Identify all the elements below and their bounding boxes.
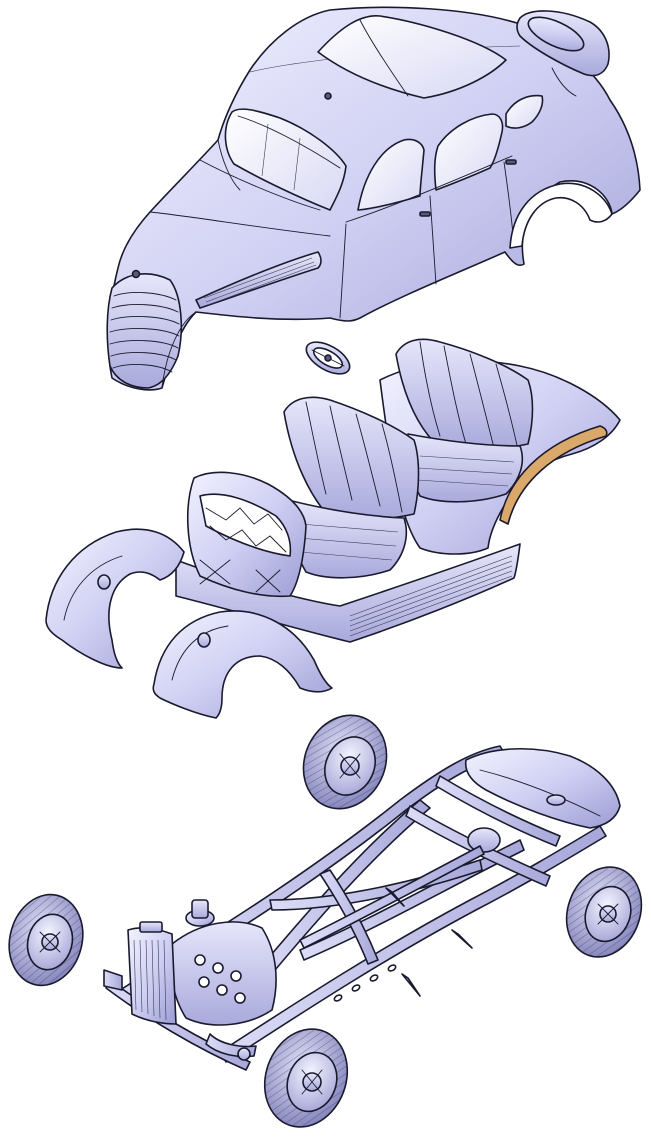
wheel-rear-left [302,714,388,810]
fuel-tank [464,748,621,829]
wheel-rear-right [565,866,643,958]
radiator [103,921,177,1025]
floor-pan-with-seats [175,338,621,643]
wheel-front-right [263,1028,349,1128]
front-fenders [45,528,333,719]
engine [169,899,277,1061]
steering-wheel [305,341,351,375]
wheel-front-left [8,893,84,987]
car-body-shell [106,6,641,391]
